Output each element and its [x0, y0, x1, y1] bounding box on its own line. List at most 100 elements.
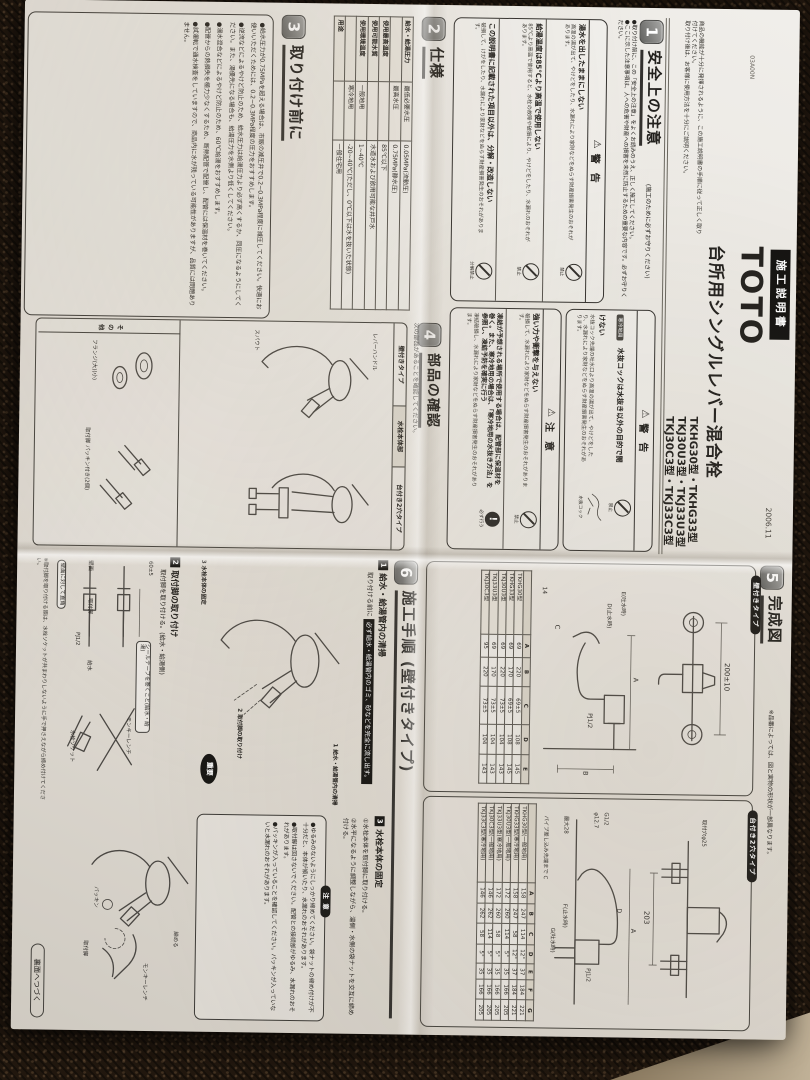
- deck-faucet-illustration: [248, 473, 369, 524]
- table-cell: 114: [484, 923, 494, 944]
- pj-label: PJ1/2: [74, 631, 81, 646]
- dim-pj2: PJ1/2: [584, 968, 590, 982]
- table-cell: 220: [480, 656, 489, 687]
- warning-item: 寒冷地用 水抜コックは水抜き以外の目的で開けない 水抜コック先端の吐水口より高温…: [569, 310, 637, 551]
- callout-step2: 2 取付脚の取り付け: [235, 708, 243, 759]
- table-cell: TKHG33型(寒冷地用): [510, 803, 520, 883]
- prohibition-icon: [519, 510, 537, 528]
- table-cell: 73±5: [479, 686, 489, 725]
- warning-title: 給湯温度は85℃より高温で使用しない: [533, 23, 544, 150]
- step1-text: 取り付ける前に 必ず給水・給湯管内のゴミ、砂などを完全に流し出す。: [361, 572, 375, 804]
- caution-item: 凍結が予想される場所で使用する場合は、配管部に保温材を巻く。また、寒冷地用の場合…: [446, 308, 505, 549]
- wall-faucet-illustration: [261, 345, 369, 419]
- dim-a2: A: [629, 929, 637, 934]
- body-fixing-illustration: [91, 850, 189, 980]
- parts-table-frame: 壁付きタイプ 水栓本体部 台付き2穴タイプ レバーハンドル スパウト その他: [32, 317, 408, 551]
- table-cell: 69: [505, 634, 515, 658]
- no-disassembly-icon: [475, 261, 493, 280]
- doc-type-badge: 施工説明書: [769, 249, 791, 340]
- table-cell: 35: [500, 963, 510, 980]
- mounting-legs-label: 取付脚 パッキン付き(2個): [83, 427, 91, 491]
- icon-label: 分解禁止: [468, 261, 474, 280]
- section-5-note: ※品番によっては、図と実物の形状が一部異なります。: [765, 709, 775, 858]
- table-cell: 114: [517, 923, 527, 945]
- table-header-cell: D: [520, 724, 530, 755]
- caution-text: 強い力や衝撃を与えない 破損して、水漏れにより家財などをぬらす財産損害発生のおそ…: [507, 313, 540, 491]
- dim-e: E(吐水時): [620, 592, 628, 616]
- table-cell: 35: [475, 963, 485, 980]
- product-title: 台所用シングルレバー混合栓: [702, 244, 726, 479]
- caution-desc: 凍結破損し、水漏れにより家財などをぬらす財産損害発生のおそれがあります。: [465, 312, 479, 488]
- caution-header-label: 注意: [542, 421, 555, 461]
- table-cell: 使用最高温度: [378, 16, 391, 82]
- other-parts-label: その他: [95, 322, 124, 331]
- table-cell: 104: [479, 724, 488, 754]
- table-cell: [377, 81, 390, 141]
- table-cell: 69: [497, 634, 506, 658]
- wall-type-badge: 壁付きタイプ: [750, 575, 762, 635]
- table-cell: 104: [487, 724, 497, 754]
- table-cell: 69: [488, 634, 498, 657]
- wrench-label: モンキーレンチ: [124, 716, 132, 755]
- prohibition-icon: [565, 263, 583, 281]
- table-cell: 205: [491, 999, 501, 1021]
- table-cell: 69: [513, 634, 523, 658]
- callout-step3: 3 水栓本体の固定: [199, 559, 207, 605]
- table-cell: 73±5: [496, 686, 506, 725]
- table-header-cell: [526, 803, 537, 884]
- dim-d: D(止水時): [605, 603, 613, 628]
- flange-label: フランジ(大)(小): [90, 339, 98, 380]
- table-cell: 58: [509, 923, 519, 945]
- table-header-cell: A: [522, 634, 531, 658]
- table-cell: 使用環境温度: [355, 16, 369, 82]
- table-cell: 使用可能水質: [367, 16, 380, 82]
- dim-203: 203: [642, 911, 650, 924]
- step3-caution-badge: 注 意: [320, 885, 331, 918]
- table-cell: 給水・給湯圧力: [401, 16, 414, 83]
- prohibition-icon-group: 禁止: [499, 245, 540, 298]
- dim-c: C: [553, 625, 561, 630]
- list-item: ●逆流などによるやけど防止のため、給水圧力は給湯圧力より必ず高くするか、同圧にな…: [225, 22, 245, 308]
- table-cell: 58: [492, 923, 502, 945]
- section-4-number: 4: [417, 322, 442, 348]
- section-2-title: 仕様: [422, 46, 446, 80]
- doc-code: 03A00N: [748, 55, 756, 80]
- callout-step1: 1 給水・給湯管内の清掃: [330, 743, 338, 806]
- section-6-title: 施工手順 (壁付きタイプ): [389, 590, 418, 1019]
- dim-60-label: 60±5: [147, 560, 154, 576]
- dim-d2: D: [615, 909, 622, 914]
- dim-hole: 取付穴φ25: [700, 820, 708, 848]
- table-cell: 58: [476, 923, 485, 944]
- section-1-subtitle: (施工のために必ずお守りください): [643, 183, 652, 279]
- table-cell: [344, 16, 357, 82]
- list-item: ●湯水混合などによるやけど防止のため、60℃給湯をおすすめします。: [213, 21, 224, 218]
- table-cell: [332, 80, 345, 141]
- table-cell: 114: [501, 923, 510, 945]
- table-cell: 158: [518, 882, 527, 904]
- table-cell: 184: [508, 979, 518, 1001]
- dim-max28: 最大28: [562, 816, 570, 835]
- table-cell: TKJ33U3型(寒冷地用): [493, 803, 504, 883]
- table-cell: 205: [475, 999, 484, 1021]
- warning-triangle-icon: ⚠: [591, 139, 603, 149]
- table-cell: 95: [480, 633, 490, 657]
- other-parts-header: その他: [38, 318, 181, 335]
- section-4-title: 部品の確認: [418, 352, 442, 429]
- dim-14: 14: [541, 586, 548, 594]
- deck-type-badge: 台付き2穴タイプ: [746, 810, 758, 883]
- warning-text: 湯水を出したままにしない 高温の湯が出て、やけどをしたり、水漏れにより家財などを…: [547, 24, 587, 244]
- table-cell: [366, 81, 379, 141]
- procedure-overview-illustration: [220, 619, 340, 715]
- table-cell: 最高水圧: [389, 81, 402, 141]
- table-header-cell: E: [520, 754, 530, 784]
- prohibition-icon-group: 禁止: [507, 493, 538, 545]
- section-1-title: 安全上の注意: [639, 49, 664, 147]
- drain-cock-illustration: [587, 493, 602, 521]
- table-cell: [389, 16, 403, 82]
- step1-title: 給水・給湯管内の清掃: [376, 573, 389, 658]
- socket-label: 水栓ソケット: [68, 729, 75, 763]
- mandatory-icon-group: ! 必ず行う: [448, 492, 501, 545]
